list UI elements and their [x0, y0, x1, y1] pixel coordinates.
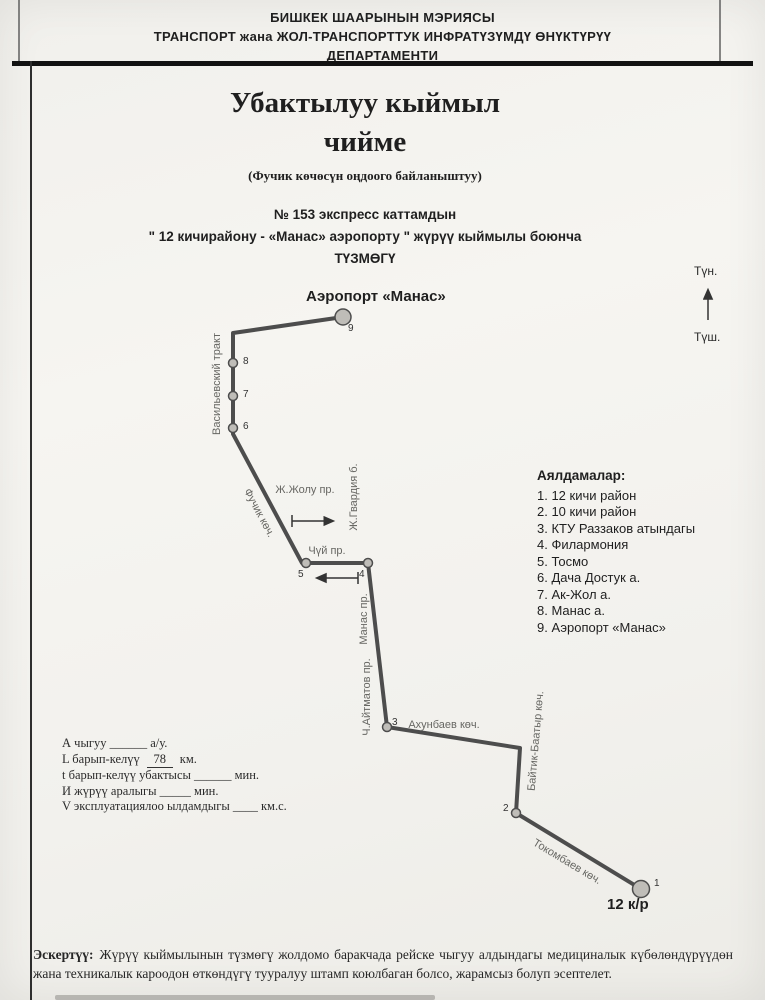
- stops-list-item: 6. Дача Достук а.: [537, 570, 641, 585]
- metric-distance-unit: км.: [179, 751, 197, 766]
- stops-list-item: 3. КТУ Раззаков атындагы: [537, 520, 696, 536]
- route-header-line2: " 12 кичирайону - «Манас» аэропорту " жү…: [148, 229, 582, 244]
- route-metrics: А чыгуу ______ а/у. L барып-келүү 78 км. t…: [62, 736, 287, 815]
- stops-list-item: 2. 10 кичи район: [537, 504, 637, 519]
- page-title-line1: Убактылуу кыймыл: [229, 87, 501, 119]
- stop-marker-6: [227, 422, 239, 434]
- note-text: Жүрүү кыймылынын түзмөгү жолдомо баракча…: [33, 946, 733, 981]
- street-label-tokombaev: Токомбаев көч.: [530, 836, 604, 888]
- note-paragraph: Эскертүү:Жүрүү кыймылынын түзмөгү жолдом…: [33, 945, 733, 983]
- metric-distance: L барып-келүү 78 км.: [62, 751, 287, 768]
- stops-list-item: 4. Филармония: [537, 537, 629, 552]
- stop-number-2: 2: [503, 803, 509, 814]
- frame-rule-top-right: [719, 0, 721, 61]
- stop-marker-7: [227, 390, 239, 402]
- stops-list-item: 5. Тосмо: [537, 553, 589, 569]
- page-title-line2: чийме: [323, 126, 407, 158]
- frame-rule-top-left: [18, 0, 20, 61]
- stop-marker-4: [362, 557, 374, 569]
- stops-list-title: Аялдамалар:: [537, 468, 626, 483]
- letterhead-line3: ДЕПАРТАМЕНТИ: [326, 48, 439, 63]
- street-label-zh-gvardiya: Ж.Гвардия б.: [348, 463, 360, 531]
- metric-interval: И жүрүү аралыгы _____ мин.: [62, 783, 219, 798]
- stop-number-6: 6: [243, 421, 249, 432]
- stop-marker-2: [510, 807, 522, 819]
- street-label-akhunbaev: Ахунбаев көч.: [408, 719, 480, 731]
- stops-list: Аялдамалар: 1. 12 кичи район 2. 10 кичи …: [537, 468, 695, 636]
- stops-list-item: 8. Манас а.: [537, 603, 606, 618]
- street-label-manas-pr: Манас пр.: [358, 593, 370, 645]
- compass-north-label: Түн.: [694, 264, 718, 278]
- stop-number-7: 7: [243, 389, 249, 400]
- stop-marker-3: [381, 721, 393, 733]
- frame-rule-horizontal: [12, 61, 753, 66]
- stops-list-item: 7. Ак-Жол а.: [537, 586, 611, 602]
- letterhead: БИШКЕК ШААРЫНЫН МЭРИЯСЫ ТРАНСПОРТ жана Ж…: [0, 8, 765, 65]
- street-label-baitik-baatyr: Байтик-Баатыр көч.: [525, 690, 547, 792]
- street-label-zh-zholu: Ж.Жолу пр.: [275, 484, 335, 496]
- route-header-line1: № 153 экспресс каттамдын: [273, 207, 457, 222]
- metric-roundtrip-time: t барып-келүү убактысы ______ мин.: [62, 768, 260, 782]
- stops-list-item: 9. Аэропорт «Манас»: [537, 619, 666, 635]
- metric-speed: V эксплуатациялоо ылдамдыгы ____ км.с.: [62, 799, 287, 813]
- frame-rule-left: [30, 61, 32, 1000]
- stops-list-item: 1. 12 кичи район: [537, 487, 637, 503]
- stop-number-8: 8: [243, 356, 249, 367]
- metric-departure: А чыгуу ______ а/у.: [62, 736, 168, 750]
- stop-number-5: 5: [298, 569, 304, 580]
- letterhead-line1: БИШКЕК ШААРЫНЫН МЭРИЯСЫ: [270, 10, 495, 25]
- route-header: № 153 экспресс каттамдын " 12 кичирайону…: [40, 204, 690, 270]
- page-title: Убактылуу кыймыл чийме (Фучик көчөсүн оң…: [40, 84, 690, 184]
- airport-terminus-label: Аэропорт «Манас»: [306, 288, 446, 305]
- metric-distance-label: L барып-келүү: [62, 751, 140, 766]
- note-label: Эскертүү:: [33, 946, 94, 962]
- stop-marker-1: [631, 879, 651, 899]
- street-label-vasilevsky-trakt: Васильевский тракт: [211, 333, 223, 435]
- street-label-fuchik: Фучик көч.: [241, 486, 277, 540]
- page-subtitle: (Фучик көчөсүн оңдоого байланыштуу): [248, 168, 482, 183]
- compass-south-label: Түш.: [694, 330, 721, 344]
- stop-number-1: 1: [654, 878, 660, 889]
- district-terminus-label: 12 к/р: [607, 896, 649, 913]
- stop-number-9: 9: [348, 323, 354, 334]
- metric-distance-value: 78: [146, 752, 173, 768]
- letterhead-line2: ТРАНСПОРТ жана ЖОЛ-ТРАНСПОРТТУК ИНФРАТҮЗ…: [153, 29, 612, 44]
- stop-marker-5: [300, 557, 312, 569]
- stop-marker-8: [227, 357, 239, 369]
- street-label-chui: Чүй пр.: [308, 545, 346, 557]
- route-header-line3: ТҮЗМӨГҮ: [334, 251, 396, 266]
- stop-number-3: 3: [392, 717, 398, 728]
- scan-artifact: [55, 995, 435, 1000]
- stop-number-4: 4: [359, 569, 365, 580]
- street-label-aitmatov: Ч.Айтматов пр.: [361, 658, 373, 736]
